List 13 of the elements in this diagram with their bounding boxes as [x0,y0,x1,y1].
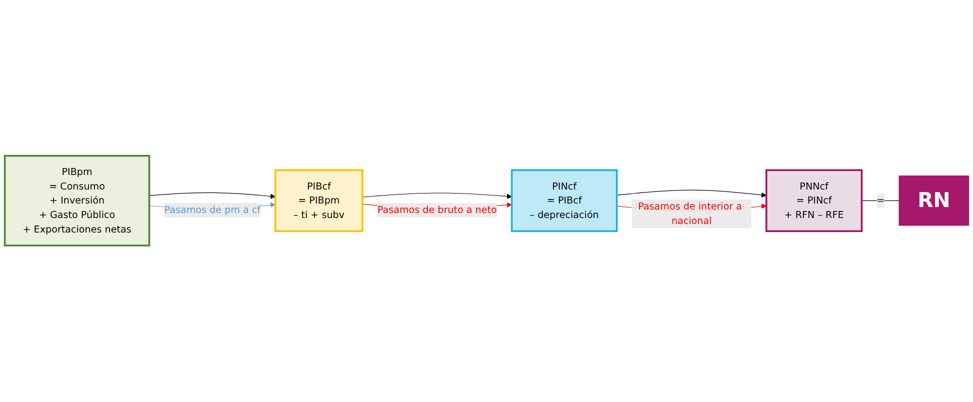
connector [861,200,900,202]
edge-label: Pasamos de interior a nacional [638,200,742,227]
node-box: PIBpm = Consumo + Inversión + Gasto Público + Exportaciones netas [4,155,150,247]
node-box: PIBcf = PIBpm – ti + subv [274,170,364,232]
arrow [362,193,512,200]
edge-label: Pasamos de bruto a neto [377,204,497,216]
edge-label: Pasamos de pm a cf [164,204,261,216]
node-box: PINcf = PIBcf – depreciación [510,170,618,232]
arrow [148,192,276,200]
edge-label: = [876,195,885,206]
node-box: RN [898,176,970,226]
node-box: PNNcf = PINcf + RFN – RFE [765,170,863,232]
arrow [616,190,767,198]
